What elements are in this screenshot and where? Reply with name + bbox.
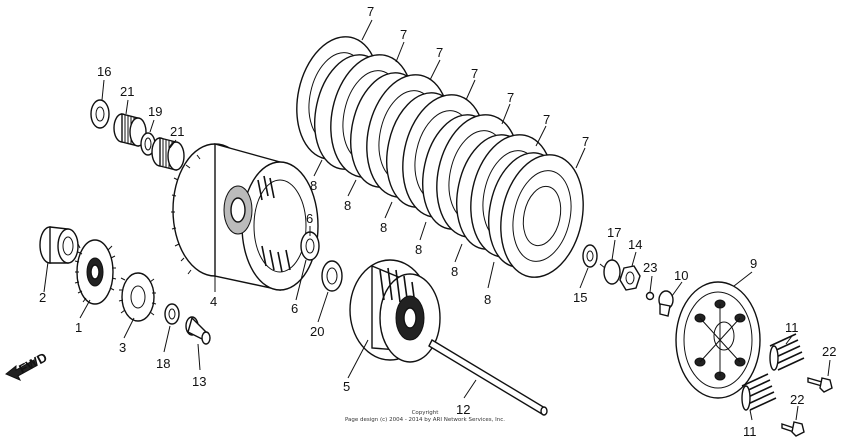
callout-21-b: 21 [170, 124, 184, 139]
lock-nut-14 [619, 265, 641, 291]
callout-18: 18 [156, 356, 170, 371]
callout-8-5: 8 [451, 264, 458, 279]
callout-7-4: 7 [471, 66, 478, 81]
callout-20: 20 [310, 324, 324, 339]
fwd-label: FWD [16, 350, 49, 377]
lifter-piece-10 [658, 290, 674, 317]
callout-7-3: 7 [436, 45, 443, 60]
clutch-spring-11-b [741, 373, 777, 411]
collar-2 [39, 226, 79, 264]
callout-23: 23 [643, 260, 657, 275]
copyright-footer: Copyright Page design (c) 2004 - 2014 by… [345, 410, 505, 423]
callout-8-1: 8 [310, 178, 317, 193]
clutch-outer-4 [171, 143, 319, 291]
bolt-22-a [807, 377, 833, 393]
callout-7-6: 7 [543, 112, 550, 127]
fwd-arrow-icon: FWD [5, 350, 50, 381]
ball-23 [645, 291, 655, 301]
callout-7-1: 7 [367, 4, 374, 19]
bolt-22-b [781, 421, 805, 437]
callout-19: 19 [148, 104, 162, 119]
washer-15 [582, 244, 598, 268]
callout-14: 14 [628, 237, 642, 252]
copyright-line-2: Page design (c) 2004 - 2014 by ARI Netwo… [345, 417, 505, 423]
clutch-plate-stack [296, 36, 584, 278]
callout-8-3: 8 [380, 220, 387, 235]
callout-22-b: 22 [790, 392, 804, 407]
callout-22-a: 22 [822, 344, 836, 359]
friction-plate-7-7 [500, 154, 584, 278]
callout-11-b: 11 [743, 424, 757, 439]
callout-4: 4 [210, 294, 217, 309]
washer-20 [321, 260, 343, 292]
callout-12: 12 [456, 402, 470, 417]
washer-6-a [300, 231, 320, 261]
callout-7-2: 7 [400, 27, 407, 42]
clutch-center-5 [349, 259, 441, 363]
callout-2: 2 [39, 290, 46, 305]
callout-5: 5 [343, 379, 350, 394]
gear-3 [118, 272, 157, 322]
washer-16 [90, 99, 110, 129]
primary-gear-1 [74, 239, 117, 305]
callout-10: 10 [674, 268, 688, 283]
callout-6-a: 6 [306, 211, 313, 226]
callout-1: 1 [75, 320, 82, 335]
callout-9: 9 [750, 256, 757, 271]
callout-11-a: 11 [785, 320, 799, 335]
callout-16: 16 [97, 64, 111, 79]
pressure-plate-9 [675, 281, 761, 399]
bolt-13 [185, 316, 211, 345]
callout-17: 17 [607, 225, 621, 240]
callout-15: 15 [573, 290, 587, 305]
callout-8-4: 8 [415, 242, 422, 257]
leader-lines [43, 19, 831, 421]
washer-18 [164, 303, 180, 325]
callout-7-5: 7 [507, 90, 514, 105]
callout-8-2: 8 [344, 198, 351, 213]
needle-bearing-21-b [151, 137, 185, 171]
callout-21-a: 21 [120, 84, 134, 99]
callout-6-b: 6 [291, 301, 298, 316]
callout-labels: 1 2 3 4 5 6 6 7 7 7 7 7 7 7 8 8 8 8 8 8 … [39, 4, 836, 439]
copyright-line-1: Copyright [412, 410, 440, 416]
callout-3: 3 [119, 340, 126, 355]
callout-7-7: 7 [582, 134, 589, 149]
callout-13: 13 [192, 374, 206, 389]
clutch-spring-11-a [769, 333, 805, 371]
callout-8-6: 8 [484, 292, 491, 307]
push-rod-12 [428, 339, 548, 416]
